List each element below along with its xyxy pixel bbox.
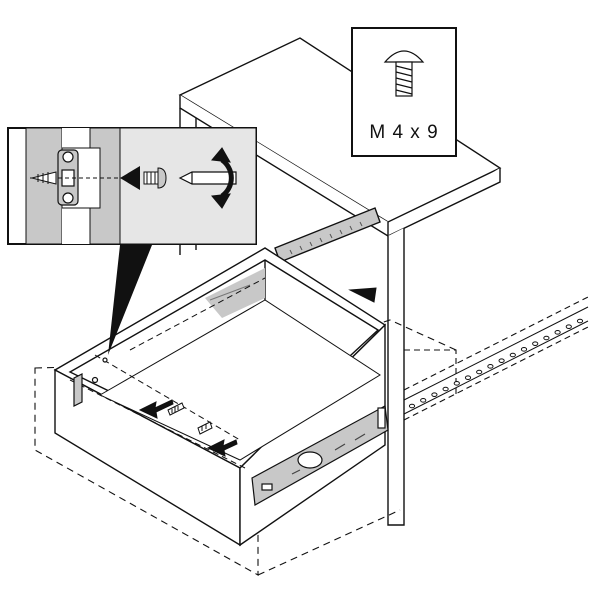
drawer-slide-front bbox=[251, 405, 389, 506]
arrow-left-icon bbox=[138, 399, 174, 419]
rail-hole bbox=[498, 358, 505, 363]
screw-icon bbox=[143, 167, 167, 189]
rail-hole bbox=[576, 318, 584, 324]
slide-hole bbox=[297, 451, 323, 469]
left-bracket bbox=[73, 357, 108, 407]
drawer-floor bbox=[98, 299, 381, 461]
drawer-box bbox=[53, 247, 387, 547]
detail-pointer bbox=[108, 245, 152, 355]
rail-hole bbox=[487, 364, 494, 369]
rail-hole bbox=[408, 403, 416, 409]
screw-spec-label: M 4 x 9 bbox=[369, 122, 438, 143]
screw-spec-box: M 4 x 9 bbox=[351, 27, 457, 157]
rail-hole bbox=[476, 369, 483, 375]
screw-icon bbox=[31, 171, 57, 185]
rail-hole bbox=[420, 398, 427, 403]
cabinet-slide-rail bbox=[274, 207, 381, 263]
rail-hole bbox=[554, 330, 561, 335]
rail-hole bbox=[543, 335, 550, 341]
rail-hole bbox=[442, 386, 449, 392]
rail-hole bbox=[520, 347, 528, 352]
rail-hole bbox=[453, 381, 460, 386]
arrow-right-triangle-icon bbox=[348, 287, 377, 303]
rail-hole bbox=[509, 352, 516, 358]
detail-inset bbox=[7, 127, 257, 245]
perforated-rail bbox=[403, 306, 589, 415]
rotate-arrow-icon bbox=[211, 147, 234, 209]
screw-insert-arrows bbox=[138, 287, 377, 457]
cabinet-right-post bbox=[387, 228, 405, 526]
screw-icon bbox=[167, 402, 213, 435]
rail-hole bbox=[464, 375, 472, 380]
rail-extension-dashed bbox=[403, 295, 591, 421]
screwdriver-icon bbox=[178, 171, 237, 185]
screw-icon bbox=[383, 50, 425, 97]
rail-hole bbox=[532, 341, 539, 346]
rail-hole bbox=[565, 324, 572, 329]
drawer-shade bbox=[205, 268, 265, 318]
inset-panel-left bbox=[25, 127, 63, 245]
arrow-left-icon bbox=[120, 166, 140, 190]
rail-hole bbox=[431, 392, 438, 397]
arrow-left-icon bbox=[206, 439, 238, 457]
